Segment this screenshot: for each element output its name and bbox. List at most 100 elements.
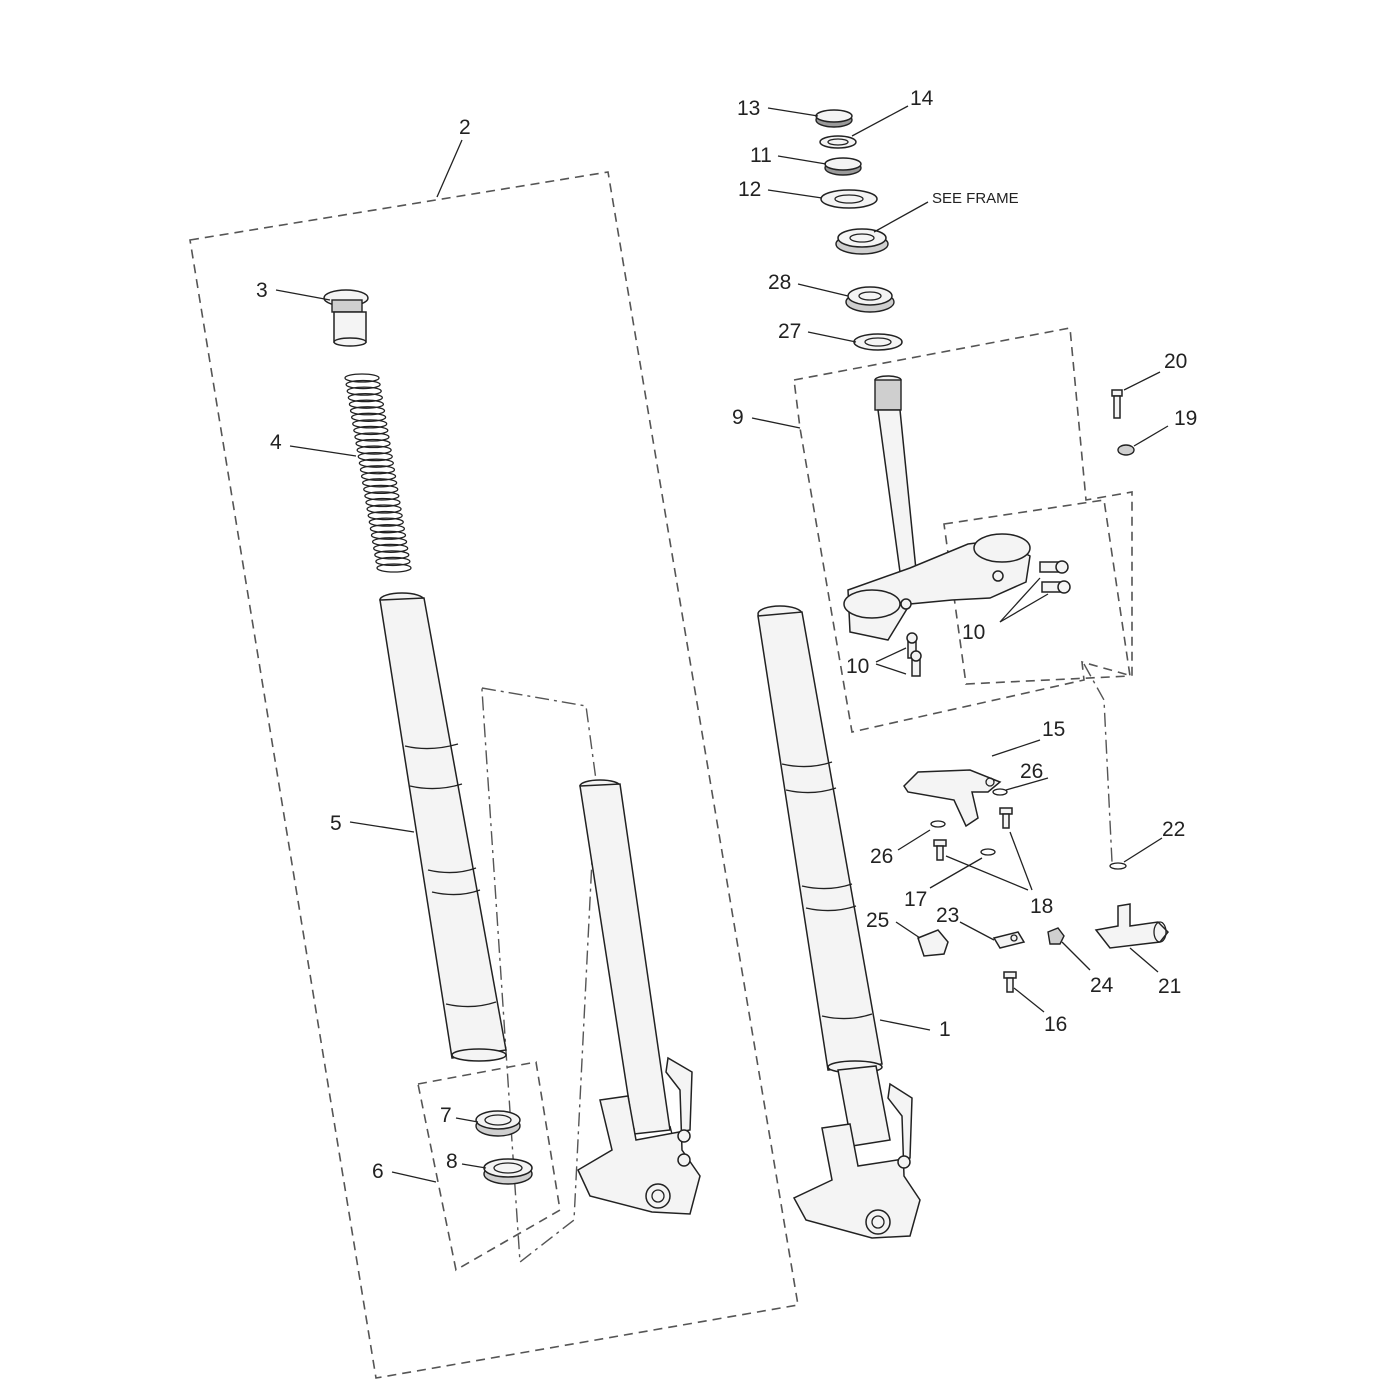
spring-coil — [370, 530, 407, 540]
fork-outer-tube — [379, 592, 507, 1062]
callout-28: 28 — [768, 271, 791, 294]
callout-26-lower: 26 — [870, 845, 893, 868]
callout-20: 20 — [1164, 350, 1187, 373]
spring-coil — [373, 543, 409, 553]
callout-26-upper: 26 — [1020, 760, 1043, 783]
callout-8: 8 — [446, 1150, 458, 1173]
callout-9: 9 — [732, 406, 744, 429]
group-2-inner-outline — [481, 687, 597, 1264]
spring-coil — [353, 425, 389, 436]
clip-25 — [917, 929, 949, 957]
callout-10-lower: 10 — [846, 655, 869, 678]
group-2-outline — [189, 171, 799, 1379]
spring-coil — [367, 510, 403, 521]
callout-3: 3 — [256, 279, 268, 302]
fork-oil-seal — [475, 1110, 521, 1137]
spring-coil — [356, 445, 392, 455]
sensor-link-line — [1083, 663, 1113, 863]
screw-17 — [933, 839, 947, 861]
spring-coil — [365, 497, 401, 508]
spring-coil — [359, 465, 396, 475]
spring-coil — [347, 393, 383, 403]
spring-coil — [354, 432, 390, 442]
spring-coil — [350, 412, 387, 422]
washer-17 — [980, 848, 996, 856]
spring-coil — [355, 438, 391, 449]
spring-coil — [369, 524, 406, 534]
spring-coil — [364, 491, 400, 501]
callout-24: 24 — [1090, 974, 1114, 997]
washer-26-upper — [992, 788, 1008, 796]
callout-25: 25 — [866, 909, 889, 932]
group-6-outline — [417, 1061, 561, 1272]
spring-coil — [363, 484, 399, 495]
spring-coil — [375, 556, 411, 567]
callout-18: 18 — [1030, 895, 1053, 918]
callout-27: 27 — [778, 320, 801, 343]
lower-bearing — [845, 286, 895, 313]
screw-20 — [1111, 389, 1123, 419]
screw-18 — [999, 807, 1013, 829]
callout-7: 7 — [440, 1104, 452, 1127]
clamp-bolts-upper — [1039, 560, 1071, 594]
group-9-outline — [793, 327, 1133, 733]
callout-13: 13 — [737, 97, 760, 120]
callout-1: 1 — [939, 1018, 951, 1041]
stem-locknut-top — [815, 109, 853, 128]
lower-seal — [853, 333, 903, 351]
callout-11: 11 — [750, 144, 772, 167]
spring-coil — [362, 478, 398, 488]
fork-dust-seal — [483, 1158, 533, 1185]
fork-top-cap — [323, 289, 369, 347]
callout-15: 15 — [1042, 718, 1065, 741]
spring-coil — [371, 537, 408, 547]
spring-coil — [360, 471, 397, 481]
callout-23: 23 — [936, 904, 959, 927]
fork-inner-tube — [579, 779, 677, 1151]
callout-10-upper: 10 — [962, 621, 985, 644]
spring-coil — [357, 451, 393, 462]
callout-21: 21 — [1158, 975, 1181, 998]
group-10-inner-outline — [943, 499, 1131, 685]
lock-washer — [819, 135, 857, 149]
callout-19: 19 — [1174, 407, 1197, 430]
callout-12: 12 — [738, 178, 761, 201]
callout-16: 16 — [1044, 1013, 1067, 1036]
callout-5: 5 — [330, 812, 342, 835]
fork-axle-bracket-left — [577, 1056, 701, 1215]
spring-coil — [374, 550, 410, 560]
fork-spring — [344, 373, 412, 573]
spring-coil — [345, 379, 381, 390]
callout-labels: 1 2 3 4 5 6 7 8 9 10 10 11 12 13 14 15 1… — [256, 87, 1197, 1183]
screw-16 — [1003, 971, 1017, 993]
spring-coil — [366, 504, 402, 514]
callout-14: 14 — [910, 87, 934, 110]
see-frame-note: SEE FRAME — [932, 190, 1019, 207]
spring-coil — [368, 517, 404, 527]
spring-coil — [346, 386, 382, 396]
sensor-clip-23 — [992, 931, 1026, 949]
spring-coil — [358, 458, 394, 468]
nut-24 — [1047, 927, 1065, 945]
washer-22 — [1109, 862, 1127, 870]
stem-adjuster-nut — [824, 157, 862, 176]
head-bearing — [835, 228, 889, 255]
spring-coil — [344, 373, 380, 383]
callout-2: 2 — [459, 116, 471, 139]
grommet-19 — [1117, 444, 1135, 456]
spring-coil — [352, 419, 388, 429]
washer-26-left — [930, 820, 946, 828]
spring-coil — [349, 406, 386, 416]
dust-cover-washer — [820, 189, 878, 209]
leader-lines — [275, 105, 1169, 1183]
callout-6: 6 — [372, 1160, 384, 1183]
mounting-bracket-15 — [903, 769, 1002, 828]
sensor-21 — [1094, 903, 1170, 949]
spring-coil — [348, 399, 385, 409]
callout-22: 22 — [1162, 818, 1185, 841]
callout-17: 17 — [904, 888, 927, 911]
bottom-yoke-stem — [843, 375, 1031, 641]
fork-leg-assembly-right — [757, 605, 921, 1239]
